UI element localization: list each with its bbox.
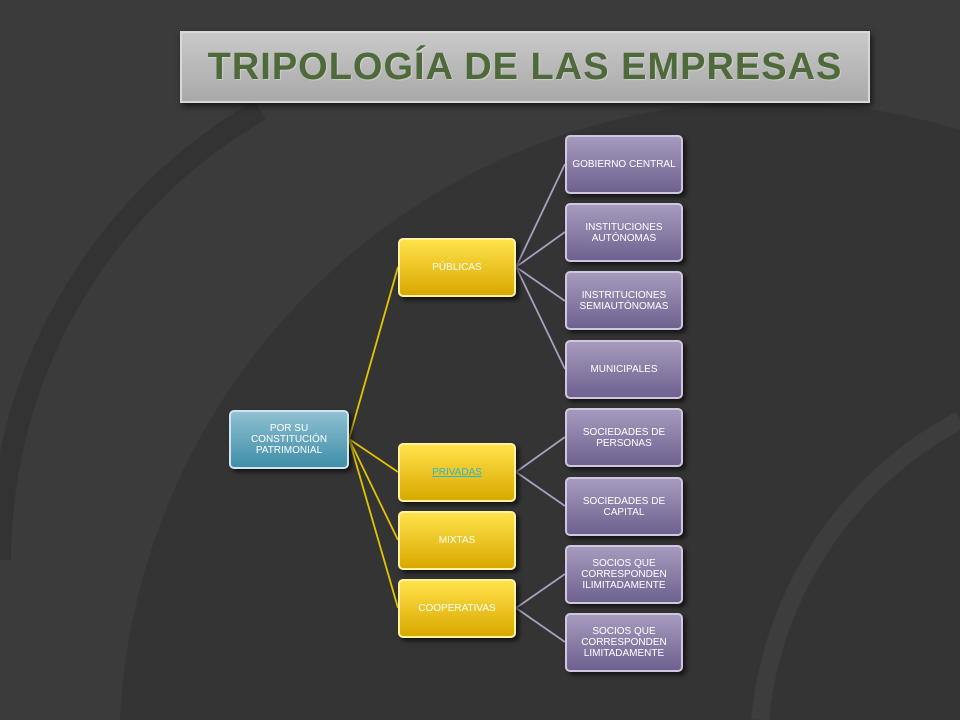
- node-mixtas[interactable]: MIXTAS: [398, 511, 516, 570]
- node-mixtas-label: MIXTAS: [438, 535, 476, 546]
- page-title: TRIPOLOGÍA DE LAS EMPRESAS: [207, 45, 843, 88]
- node-privadas[interactable]: PRIVADAS: [398, 443, 516, 502]
- node-socios-limitadamente[interactable]: SOCIOS QUE CORRESPONDEN LIMITADAMENTE: [565, 613, 683, 672]
- node-socios-ilimitadamente-label: SOCIOS QUE CORRESPONDEN ILIMITADAMENTE: [581, 558, 667, 591]
- node-socios-ilimitadamente[interactable]: SOCIOS QUE CORRESPONDEN ILIMITADAMENTE: [565, 545, 683, 604]
- root-node[interactable]: POR SU CONSTITUCIÓN PATRIMONIAL: [229, 410, 349, 469]
- node-instituciones-autonomas-label: INSTITUCIONES AUTÓNOMAS: [585, 221, 663, 244]
- node-instituciones-semiautonomas[interactable]: INSTRITUCIONES SEMIAUTÓNOMAS: [565, 271, 683, 330]
- node-municipales[interactable]: MUNICIPALES: [565, 340, 683, 399]
- node-instituciones-autonomas[interactable]: INSTITUCIONES AUTÓNOMAS: [565, 203, 683, 262]
- node-socios-limitadamente-label: SOCIOS QUE CORRESPONDEN LIMITADAMENTE: [581, 626, 667, 659]
- node-sociedades-personas-label: SOCIEDADES DE PERSONAS: [582, 426, 666, 449]
- node-cooperativas[interactable]: COOPERATIVAS: [398, 579, 516, 638]
- node-instituciones-semiautonomas-label: INSTRITUCIONES SEMIAUTÓNOMAS: [579, 289, 669, 312]
- title-box: TRIPOLOGÍA DE LAS EMPRESAS: [180, 31, 870, 103]
- node-sociedades-capital-label: SOCIEDADES DE CAPITAL: [582, 495, 666, 518]
- root-node-label: POR SU CONSTITUCIÓN PATRIMONIAL: [250, 423, 328, 456]
- level1-connectors: [348, 266, 399, 609]
- node-publicas-label: PÚBLICAS: [432, 262, 482, 273]
- node-gobierno-central-label: GOBIERNO CENTRAL: [572, 159, 676, 170]
- node-publicas[interactable]: PÚBLICAS: [398, 238, 516, 297]
- node-gobierno-central[interactable]: GOBIERNO CENTRAL: [565, 135, 683, 194]
- node-privadas-link[interactable]: PRIVADAS: [432, 467, 482, 478]
- node-municipales-label: MUNICIPALES: [590, 364, 658, 375]
- node-sociedades-personas[interactable]: SOCIEDADES DE PERSONAS: [565, 408, 683, 467]
- node-sociedades-capital[interactable]: SOCIEDADES DE CAPITAL: [565, 477, 683, 536]
- node-cooperativas-label: COOPERATIVAS: [418, 603, 496, 614]
- level2-connectors: [515, 163, 566, 643]
